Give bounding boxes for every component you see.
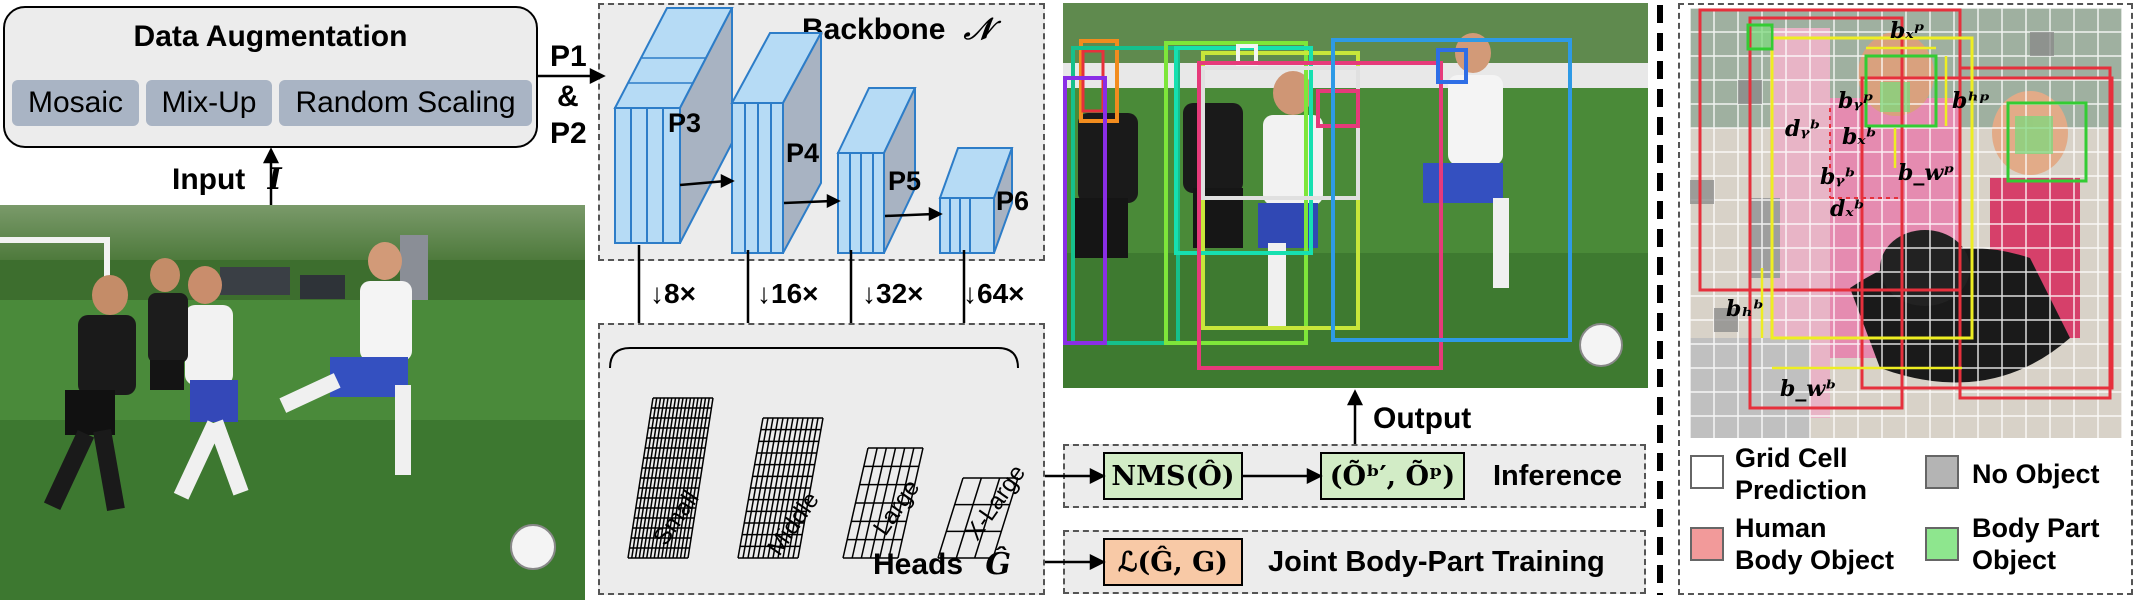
legend-human-2: Body Object (1735, 545, 1895, 575)
p6-label: P6 (996, 186, 1030, 216)
legend-human: Human Body Object (1735, 512, 1894, 576)
label-bpx: bₓᵖ (1890, 18, 1925, 44)
legend-grid-cell-2: Prediction (1735, 475, 1868, 505)
legend-part-1: Body Part (1972, 513, 2100, 543)
heads-panel (598, 323, 1045, 595)
stride-8: ↓8× (650, 278, 696, 309)
label-bby: bᵧᵇ (1820, 164, 1856, 190)
backbone-title: Backbone 𝒩 (802, 12, 992, 47)
heads-label: Heads Ĝ (873, 547, 1011, 582)
augmentation-title: Data Augmentation (133, 20, 408, 53)
p5-cube (836, 87, 917, 254)
amp-label: & (557, 80, 579, 113)
stride-16: ↓16× (757, 278, 819, 309)
mosaic-chip: Mosaic (12, 80, 139, 126)
grid-large (842, 447, 924, 559)
det-player-front (1423, 33, 1509, 288)
output-arrow (1346, 389, 1364, 446)
backbone-symbol: 𝒩 (963, 12, 993, 47)
label-bbh: bₕᵇ (1726, 296, 1764, 322)
stride-32: ↓32× (862, 278, 924, 309)
human-swatch (1690, 527, 1724, 561)
player-4 (148, 258, 188, 390)
legend-grid-cell: Grid Cell Prediction (1735, 442, 1867, 506)
backbone-text: Backbone (802, 13, 946, 46)
no-object-swatch (1925, 455, 1959, 489)
nms-box: NMS(Ô) (1103, 452, 1243, 500)
backbone-cubes (613, 7, 1014, 254)
measure-lines (1760, 46, 1962, 370)
label-bbx: bₓᵇ (1842, 124, 1877, 150)
mixup-chip: Mix-Up (146, 80, 272, 126)
augmentation-panel: Data Augmentation Mosaic Mix-Up Random S… (3, 6, 538, 148)
p4-label: P4 (786, 138, 820, 168)
label-bph: bʰᵖ (1952, 88, 1990, 114)
legend-grid-cell-1: Grid Cell (1735, 443, 1848, 473)
player-2 (173, 266, 249, 500)
label-bpw: b_wᵖ (1898, 160, 1954, 186)
grid-cell-swatch (1690, 455, 1724, 489)
grid-middle (737, 417, 824, 559)
heads-grids (609, 347, 1019, 559)
legend-part: Body Part Object (1972, 512, 2100, 576)
detection-photo (1063, 3, 1648, 388)
legend-human-1: Human (1735, 513, 1827, 543)
label-bpy: bᵧᵖ (1838, 88, 1874, 114)
label-dby: dᵧᵇ (1785, 116, 1821, 142)
training-label: Joint Body-Part Training (1268, 546, 1605, 578)
p2-label: P2 (550, 117, 587, 150)
grid-small (627, 397, 714, 559)
p5-label: P5 (888, 166, 922, 196)
part-boxes (1746, 23, 2088, 183)
label-bbw: b_wᵇ (1780, 376, 1836, 402)
player-1 (43, 275, 136, 511)
result-box: (Õᵇ′, Õᵖ) (1320, 452, 1465, 500)
random-scaling-chip: Random Scaling (279, 80, 532, 126)
backbone-arrows (679, 173, 943, 222)
grid-xlarge (937, 477, 1019, 559)
p6-cube (938, 147, 1014, 254)
grid-photo: bʰᵖ b_wᵖ bᵧᵖ bₓᵖ dᵧᵇ dₓᵇ bₓᵇ bᵧᵇ bₕᵇ b_w… (1690, 8, 2122, 438)
human-boxes (1698, 8, 2114, 410)
legend-no-object: No Object (1972, 459, 2100, 489)
stride-64: ↓64× (963, 278, 1025, 309)
p3-label: P3 (668, 108, 702, 138)
input-text: Input (172, 163, 246, 196)
label-dbx: dₓᵇ (1830, 196, 1865, 222)
input-photo (0, 205, 585, 600)
p1-label: P1 (550, 40, 587, 73)
heads-text: Heads (873, 548, 964, 581)
detection-boxes (1063, 38, 1572, 370)
player-3 (279, 242, 412, 475)
part-cells (1748, 26, 2053, 154)
p4-cube (730, 32, 823, 254)
p3-cube (613, 7, 734, 244)
output-label: Output (1373, 402, 1472, 435)
part-swatch (1925, 527, 1959, 561)
heads-symbol: Ĝ (985, 547, 1012, 582)
legend-part-2: Object (1972, 545, 2057, 575)
grid-illustration-panel (1678, 3, 2133, 595)
inference-label: Inference (1493, 460, 1622, 492)
